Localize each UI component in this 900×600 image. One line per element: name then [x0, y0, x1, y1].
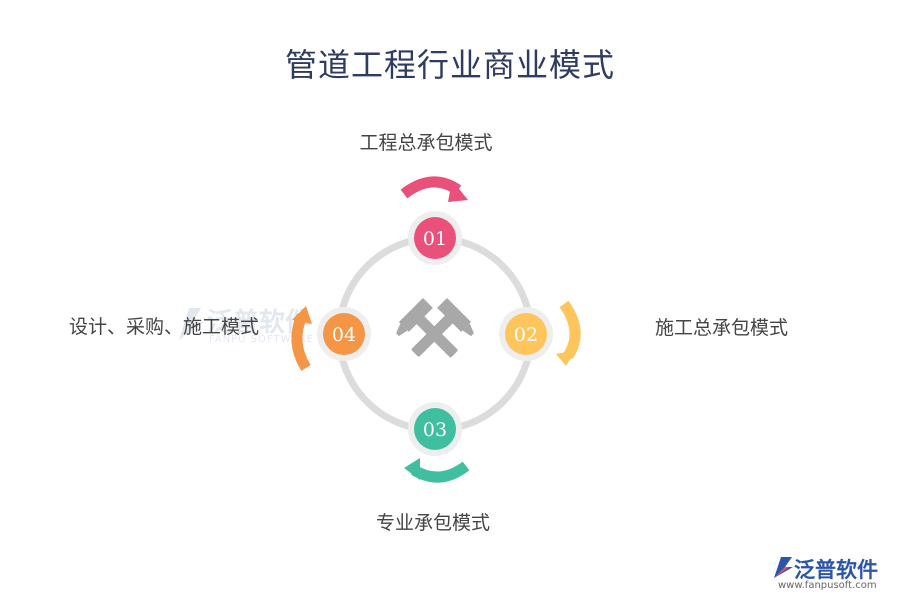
- node-03: 03: [408, 402, 462, 456]
- node-04: 04: [317, 307, 371, 361]
- page-title: 管道工程行业商业模式: [284, 46, 615, 84]
- node-02-circle: [505, 313, 547, 355]
- node-02-number: 02: [514, 324, 538, 346]
- arrow-top-icon: [400, 176, 468, 202]
- node-01-number: 01: [423, 228, 447, 250]
- brand-logo-icon: [774, 557, 793, 578]
- node-03-number: 03: [423, 419, 447, 441]
- node-04-number: 04: [332, 324, 356, 346]
- brand-name: 泛普软件: [794, 558, 878, 582]
- watermark-logo-icon: [179, 308, 203, 340]
- node-02-label: 施工总承包模式: [655, 317, 789, 339]
- node-01-label: 工程总承包模式: [359, 132, 493, 154]
- node-03-circle: [414, 408, 456, 450]
- node-04-circle: [323, 313, 365, 355]
- arrow-left-icon: [291, 306, 312, 371]
- node-01: 01: [408, 211, 462, 265]
- node-03-label: 专业承包模式: [375, 512, 490, 534]
- brand-url: www.fanpusoft.com: [778, 580, 877, 591]
- node-04-label: 设计、采购、施工模式: [69, 316, 260, 338]
- arrow-bottom-icon: [404, 458, 470, 483]
- node-02: 02: [499, 307, 553, 361]
- brand-logo: 泛普软件 www.fanpusoft.com: [772, 554, 897, 594]
- watermark-english: FANPU SOFTWARE: [209, 334, 315, 345]
- node-01-circle: [414, 217, 456, 259]
- arrow-right-icon: [556, 300, 581, 366]
- hammer-icon: [396, 297, 474, 358]
